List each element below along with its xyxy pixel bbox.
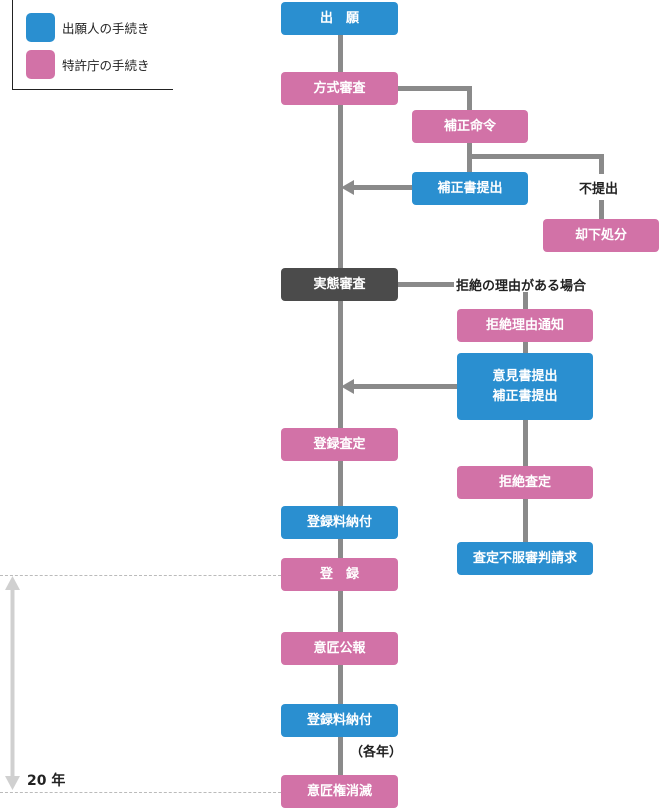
step-substantive-exam: 実態審査	[281, 268, 398, 301]
duration-arrow-head-top	[5, 576, 20, 590]
label-duration: 20 年	[27, 773, 66, 789]
step-notice-of-reasons: 拒絶理由通知	[457, 309, 593, 342]
step-application: 出 願	[281, 2, 398, 35]
connector-opinion-to-main	[352, 384, 457, 389]
legend-label-office: 特許庁の手続き	[62, 58, 150, 73]
duration-guide-start	[0, 575, 281, 576]
legend-swatch-applicant	[26, 13, 55, 42]
step-registration-fee-1: 登録料納付	[281, 506, 398, 539]
step-formality-exam: 方式審査	[281, 72, 398, 105]
connector-submission-to-main	[352, 185, 412, 190]
step-opinion-submission: 意見書提出 補正書提出	[457, 353, 593, 420]
duration-guide-end	[0, 792, 281, 793]
duration-arrow-head-bottom	[5, 776, 20, 790]
legend-label-applicant: 出願人の手続き	[62, 21, 150, 36]
step-registration-decision: 登録査定	[281, 428, 398, 461]
connector-rejection-chain	[523, 292, 528, 575]
step-rejection-decision: 拒絶査定	[457, 466, 593, 499]
connector-nosubmit-to-dismissal	[599, 200, 604, 219]
step-appeal-request: 査定不服審判請求	[457, 542, 593, 575]
connector-formality-to-order-v	[467, 86, 472, 110]
opinion-submission-line1: 意見書提出	[492, 368, 558, 384]
connector-order-to-nosubmit-h	[467, 154, 604, 159]
label-rejection-condition: 拒絶の理由がある場合	[456, 279, 587, 294]
arrow-head-submission	[341, 180, 354, 195]
step-amendment-submission: 補正書提出	[412, 172, 528, 205]
label-each-year: （各年）	[350, 745, 403, 760]
arrow-head-opinion	[341, 379, 354, 394]
step-registration-fee-2: 登録料納付	[281, 704, 398, 737]
connector-order-to-nosubmit-v1	[599, 154, 604, 174]
step-registration: 登 録	[281, 558, 398, 591]
label-no-submission: 不提出	[579, 182, 619, 197]
step-design-right-expiry: 意匠権消滅	[281, 775, 398, 808]
connector-exam-to-rejection-h	[398, 282, 454, 287]
step-dismissal: 却下処分	[543, 219, 659, 252]
step-amendment-order: 補正命令	[412, 110, 528, 143]
main-connector	[338, 35, 343, 775]
legend-swatch-office	[26, 50, 55, 79]
legend: 出願人の手続き 特許庁の手続き	[12, 0, 173, 90]
connector-formality-to-order-h	[398, 86, 471, 91]
step-design-gazette: 意匠公報	[281, 632, 398, 665]
opinion-submission-line2: 補正書提出	[492, 388, 558, 404]
